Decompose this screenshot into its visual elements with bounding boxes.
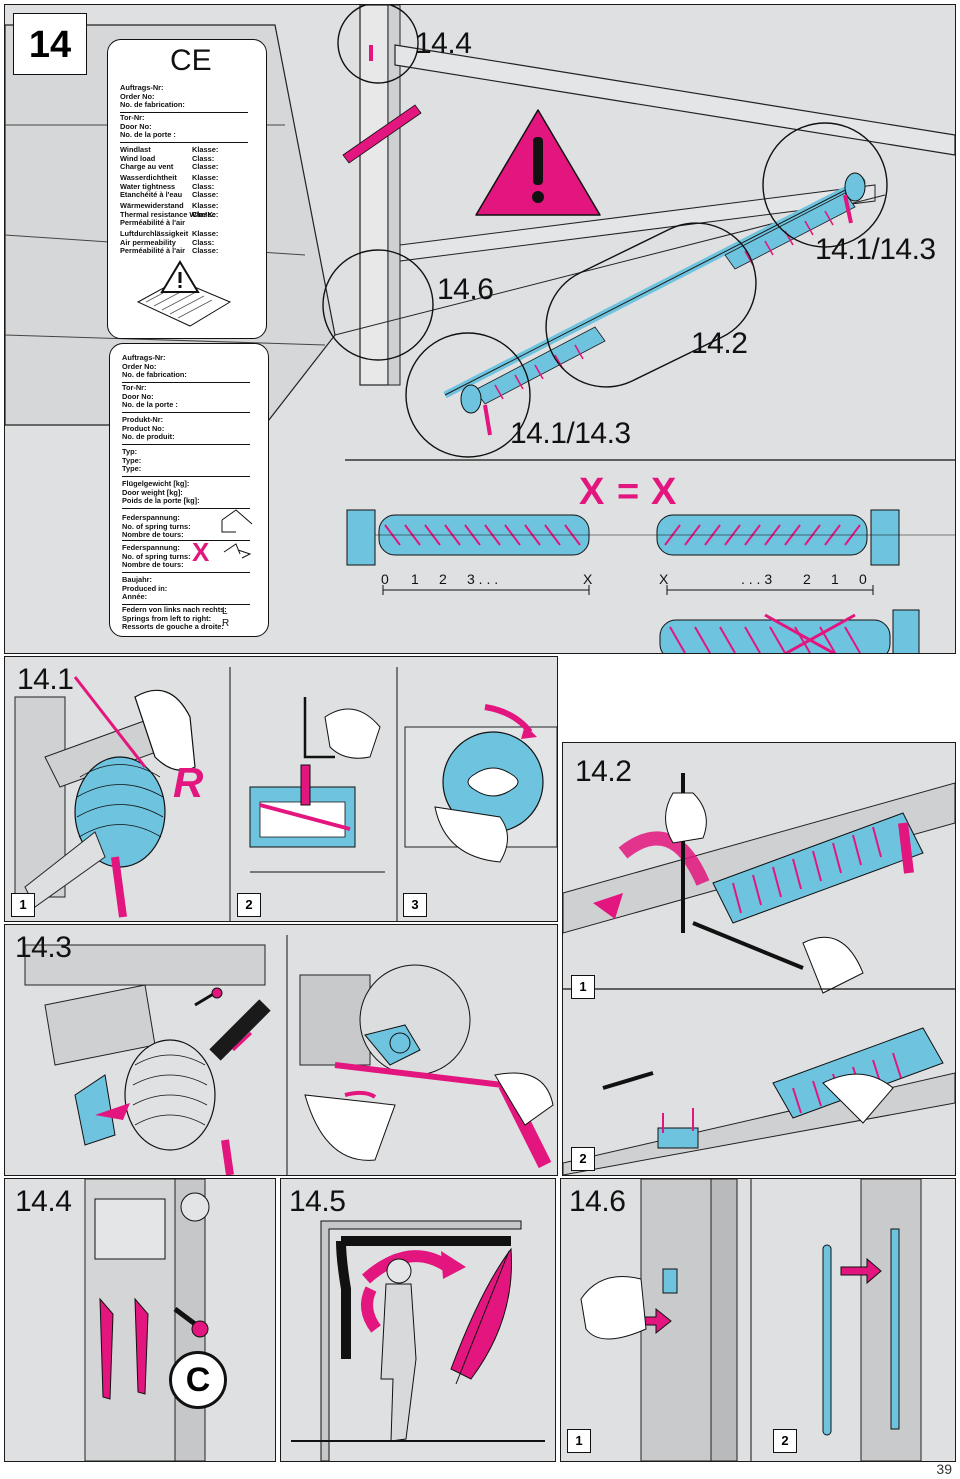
card2-order-en: Order No: — [122, 361, 157, 371]
card2-spring2-x-mark: X — [192, 537, 210, 567]
panel-14-6-illustration — [580, 1179, 922, 1461]
card2-product-de: Produkt-Nr: — [122, 415, 164, 424]
manual-warning-icon — [136, 260, 232, 327]
panel-14-6: 14.6 1 2 — [560, 1178, 956, 1462]
panel-14-1: 14.1 R 1 2 3 — [4, 656, 558, 922]
page-number: 39 — [936, 1461, 952, 1477]
card2-type-fr: Type: — [122, 464, 142, 474]
equal-turns-left-x: X — [579, 471, 605, 513]
card2-spring2-fr: Nombre de tours: — [122, 560, 184, 570]
card2-direction-fr: Ressorts de gouche a droite: — [122, 622, 224, 632]
spring-compare-upper — [346, 509, 955, 595]
scale-left-1: 1 — [411, 571, 419, 587]
card1-order-fr: No. de fabrication: — [120, 100, 185, 110]
marker-r: R — [173, 759, 204, 806]
step-2-badge: 2 — [237, 893, 261, 917]
card2-direction-de: Federn von links nach rechts: — [122, 605, 227, 614]
equal-turns-sign: = — [617, 471, 640, 513]
step-1-badge: 1 — [11, 893, 35, 917]
card2-year-en: Produced in: — [122, 583, 168, 593]
card2-type-de: Typ: — [122, 447, 138, 456]
card2-order-fr: No. de fabrication: — [122, 370, 187, 380]
panel-14-2: 14.2 1 2 — [562, 742, 956, 1176]
step-14-2-2-badge: 2 — [571, 1147, 595, 1171]
card2-spring1-de: Federspannung: — [122, 513, 180, 522]
panel-14-3-illustration — [24, 935, 554, 1175]
card2-door-en: Door No: — [122, 391, 154, 401]
card2-weight-fr: Poids de la porte [kg]: — [122, 496, 200, 506]
card2-door-fr: No. de la porte : — [122, 400, 178, 410]
panel-14-3: 14.3 — [4, 924, 558, 1176]
card1-door-de: Tor-Nr: — [120, 113, 145, 122]
panel-14-4: 14.4 C — [4, 1178, 276, 1462]
card2-spring1-fr: Nombre de tours: — [122, 530, 184, 540]
section-label-14-4-top: 14.4 — [415, 27, 472, 60]
panel-label-14-3: 14.3 — [15, 931, 72, 964]
card2-spring2-de: Federspannung: — [122, 543, 180, 552]
section-label-14-1-3-right: 14.1/14.3 — [815, 233, 936, 266]
step-3-badge: 3 — [403, 893, 427, 917]
card2-spring1-en: No. of spring turns: — [122, 521, 191, 531]
panel-label-14-4: 14.4 — [15, 1185, 72, 1218]
scale-right-1: 1 — [831, 571, 839, 587]
card2-door-de: Tor-Nr: — [122, 383, 147, 392]
scale-right-x: X — [659, 571, 669, 587]
card2-r: R — [222, 618, 230, 629]
section-label-14-6-top: 14.6 — [437, 273, 494, 306]
step-number-box: 14 — [13, 13, 87, 75]
card2-weight-de: Flügelgewicht [kg]: — [122, 479, 190, 488]
step-14-2-1-badge: 1 — [571, 975, 595, 999]
panel-label-14-6: 14.6 — [569, 1185, 626, 1218]
product-label-card: Auftrags-Nr: Order No: No. de fabricatio… — [109, 343, 269, 637]
panel-label-14-1: 14.1 — [17, 663, 74, 696]
ce-mark: CE — [170, 44, 212, 77]
card2-year-fr: Année: — [122, 592, 148, 602]
scale-right-0: 0 — [859, 571, 867, 587]
card1-order-de: Auftrags-Nr: — [120, 83, 164, 92]
scale-right-3: . . . 3 — [741, 571, 773, 587]
spring-turn-icons — [221, 509, 253, 559]
card2-product-fr: No. de produit: — [122, 432, 175, 442]
panel-14-5-illustration — [291, 1220, 545, 1461]
card2-spring2-en: No. of spring turns: — [122, 551, 191, 561]
card1-door-fr: No. de la porte : — [120, 130, 176, 140]
marker-c: C — [169, 1351, 227, 1409]
spring-compare-lower — [659, 609, 920, 653]
card2-product-en: Product No: — [122, 423, 165, 433]
card2-order-de: Auftrags-Nr: — [122, 353, 166, 362]
panel-14-1-illustration — [5, 657, 557, 921]
card1-order-en: Order No: — [120, 91, 155, 101]
scale-left-0: 0 — [381, 571, 389, 587]
panel-label-14-5: 14.5 — [289, 1185, 346, 1218]
scale-left-x: X — [583, 571, 593, 587]
card2-year-de: Baujahr: — [122, 575, 152, 584]
scale-left-3: 3 . . . — [467, 571, 499, 587]
overview-panel: 14 14.4 14.1/14.3 14.6 14.2 14.1/14.3 X … — [4, 4, 956, 654]
panel-label-14-2: 14.2 — [575, 755, 632, 788]
section-label-14-2-top: 14.2 — [691, 327, 748, 360]
card2-type-en: Type: — [122, 455, 142, 465]
step-14-6-2-badge: 2 — [773, 1429, 797, 1453]
card2-weight-en: Door weight [kg]: — [122, 487, 183, 497]
scale-left-2: 2 — [439, 571, 447, 587]
section-label-14-1-3-left: 14.1/14.3 — [510, 417, 631, 450]
panel-14-4-illustration — [84, 1179, 210, 1461]
step-14-6-1-badge: 1 — [567, 1429, 591, 1453]
equal-turns-right-x: X — [651, 471, 677, 513]
card2-direction-en: Springs from left to right: — [122, 613, 212, 623]
card2-l: L — [222, 606, 228, 617]
card1-door-en: Door No: — [120, 121, 152, 131]
scale-right-2: 2 — [803, 571, 811, 587]
panel-14-5: 14.5 — [280, 1178, 556, 1462]
panel-14-2-illustration — [563, 773, 955, 1175]
ce-label-card: CE Auftrags-Nr: Order No: No. de fabrica… — [107, 39, 267, 339]
